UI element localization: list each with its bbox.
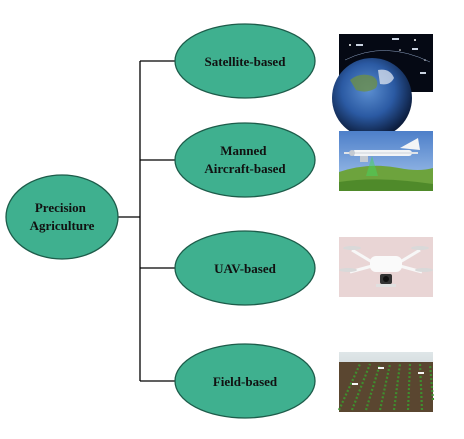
root-node: Precision Agriculture [5,174,119,260]
branch-node-field: Field-based [174,343,316,419]
uav-drone-image [339,237,433,297]
manned-aircraft-image [339,131,433,191]
uav-label: UAV-based [214,261,276,276]
manned-label-line-2: Aircraft-based [204,161,286,176]
svg-text:Field-based: Field-based [213,374,278,389]
svg-text:Manned Aircraft-based: Manned Aircraft-based [204,143,286,176]
branch-node-satellite: Satellite-based [174,23,316,99]
field-label: Field-based [213,374,278,389]
root-label-line-1: Precision [35,200,87,215]
manned-label-line-1: Manned [220,143,267,158]
root-label-line-2: Agriculture [30,218,95,233]
branch-node-manned-aircraft: Manned Aircraft-based [174,122,316,198]
branch-node-uav: UAV-based [174,230,316,306]
svg-text:Precision Agriculture: Precision Agriculture [30,200,95,233]
svg-text:Satellite-based: Satellite-based [205,54,287,69]
satellite-label: Satellite-based [205,54,287,69]
crop-field-image [337,352,435,412]
svg-text:UAV-based: UAV-based [214,261,276,276]
connector-lines [118,60,175,382]
satellite-earth-image [332,34,433,138]
